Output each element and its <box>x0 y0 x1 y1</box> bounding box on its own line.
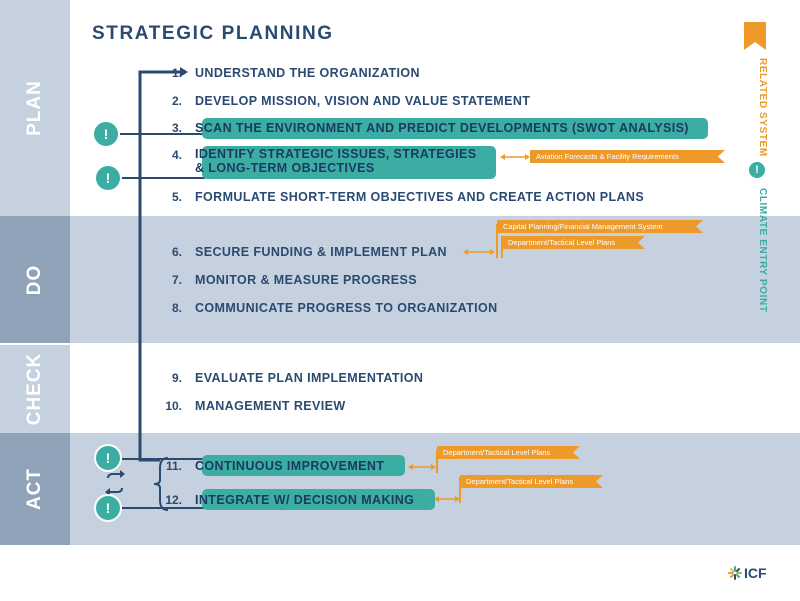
step-number: 12. <box>165 493 182 507</box>
step-number: 5. <box>171 190 182 204</box>
do-band: DO <box>0 216 800 343</box>
plan-label-column: PLAN <box>0 0 70 216</box>
step-number: 6. <box>171 245 182 259</box>
climate-entry-point-icon: ! <box>94 494 122 522</box>
related-system-capital: Capital Planning/Financial Management Sy… <box>497 220 703 233</box>
do-label: DO <box>24 264 45 295</box>
step-number: 10. <box>165 399 182 413</box>
step-text: EVALUATE PLAN IMPLEMENTATION <box>195 371 424 385</box>
plan-label: PLAN <box>24 80 45 136</box>
step-text: COMMUNICATE PROGRESS TO ORGANIZATION <box>195 301 498 315</box>
legend-climate-icon: ! <box>747 160 767 180</box>
check-label-column: CHECK <box>0 345 70 433</box>
climate-entry-point-icon: ! <box>94 164 122 192</box>
icf-logo: ICF <box>728 565 767 581</box>
icf-burst-icon <box>728 566 742 580</box>
step11-highlight <box>202 455 405 476</box>
step-7: 7. MONITOR & MEASURE PROGRESS <box>160 270 417 290</box>
step-number: 9. <box>171 371 182 385</box>
climate-entry-point-icon: ! <box>92 120 120 148</box>
legend-related-system: RELATED SYSTEM <box>757 58 768 157</box>
plan-band: PLAN <box>0 0 800 216</box>
step-8: 8. COMMUNICATE PROGRESS TO ORGANIZATION <box>160 298 498 318</box>
step-3: 3. SCAN THE ENVIRONMENT AND PREDICT DEVE… <box>160 118 689 138</box>
step-text-line1: IDENTIFY STRATEGIC ISSUES, STRATEGIES <box>195 147 477 161</box>
step-6: 6. SECURE FUNDING & IMPLEMENT PLAN <box>160 242 447 262</box>
step-12: 12. INTEGRATE W/ DECISION MAKING <box>160 490 414 510</box>
step-9: 9. EVALUATE PLAN IMPLEMENTATION <box>160 368 423 388</box>
step-text: UNDERSTAND THE ORGANIZATION <box>195 66 420 80</box>
step-number: 2. <box>171 94 182 108</box>
step-number: 1. <box>171 66 182 80</box>
step-number: 11. <box>165 459 182 473</box>
step-text-line2: & LONG-TERM OBJECTIVES <box>195 161 375 175</box>
do-label-column: DO <box>0 216 70 343</box>
related-system-dept-do: Department/Tactical Level Plans <box>502 236 645 249</box>
step-5: 5. FORMULATE SHORT-TERM OBJECTIVES AND C… <box>160 187 644 207</box>
step-11: 11. CONTINUOUS IMPROVEMENT <box>160 456 384 476</box>
related-system-dept-12: Department/Tactical Level Plans <box>460 475 603 488</box>
step-text: SCAN THE ENVIRONMENT AND PREDICT DEVELOP… <box>195 121 689 135</box>
step-4-text-block: IDENTIFY STRATEGIC ISSUES, STRATEGIES & … <box>195 147 477 175</box>
step-number: 4. <box>171 148 182 162</box>
page-title: STRATEGIC PLANNING <box>92 23 334 44</box>
step-10: 10. MANAGEMENT REVIEW <box>160 396 346 416</box>
step12-highlight <box>202 489 435 510</box>
step4-highlight <box>202 146 496 179</box>
step-text: SECURE FUNDING & IMPLEMENT PLAN <box>195 245 447 259</box>
step-text: MANAGEMENT REVIEW <box>195 399 346 413</box>
step-text: CONTINUOUS IMPROVEMENT <box>195 459 385 473</box>
step-1: 1. UNDERSTAND THE ORGANIZATION <box>160 63 420 83</box>
step-text: MONITOR & MEASURE PROGRESS <box>195 273 417 287</box>
check-band: CHECK <box>0 345 800 433</box>
related-system-aviation: Aviation Forecasts & Facility Requiremen… <box>530 150 725 163</box>
step-text: INTEGRATE W/ DECISION MAKING <box>195 493 415 507</box>
step-number: 7. <box>171 273 182 287</box>
step3-highlight <box>202 118 708 139</box>
check-label: CHECK <box>24 352 45 426</box>
step-4: 4. IDENTIFY STRATEGIC ISSUES, STRATEGIES… <box>160 147 477 177</box>
legend-climate-entry-point: CLIMATE ENTRY POINT <box>757 188 768 313</box>
logo-text: ICF <box>744 565 767 581</box>
act-label-column: ACT <box>0 433 70 545</box>
step-2: 2. DEVELOP MISSION, VISION AND VALUE STA… <box>160 91 530 111</box>
step-number: 8. <box>171 301 182 315</box>
step-text: DEVELOP MISSION, VISION AND VALUE STATEM… <box>195 94 531 108</box>
step-number: 3. <box>171 121 182 135</box>
climate-entry-point-icon: ! <box>94 444 122 472</box>
act-label: ACT <box>24 467 45 511</box>
related-system-dept-11: Department/Tactical Level Plans <box>437 446 580 459</box>
step-text: FORMULATE SHORT-TERM OBJECTIVES AND CREA… <box>195 190 645 204</box>
